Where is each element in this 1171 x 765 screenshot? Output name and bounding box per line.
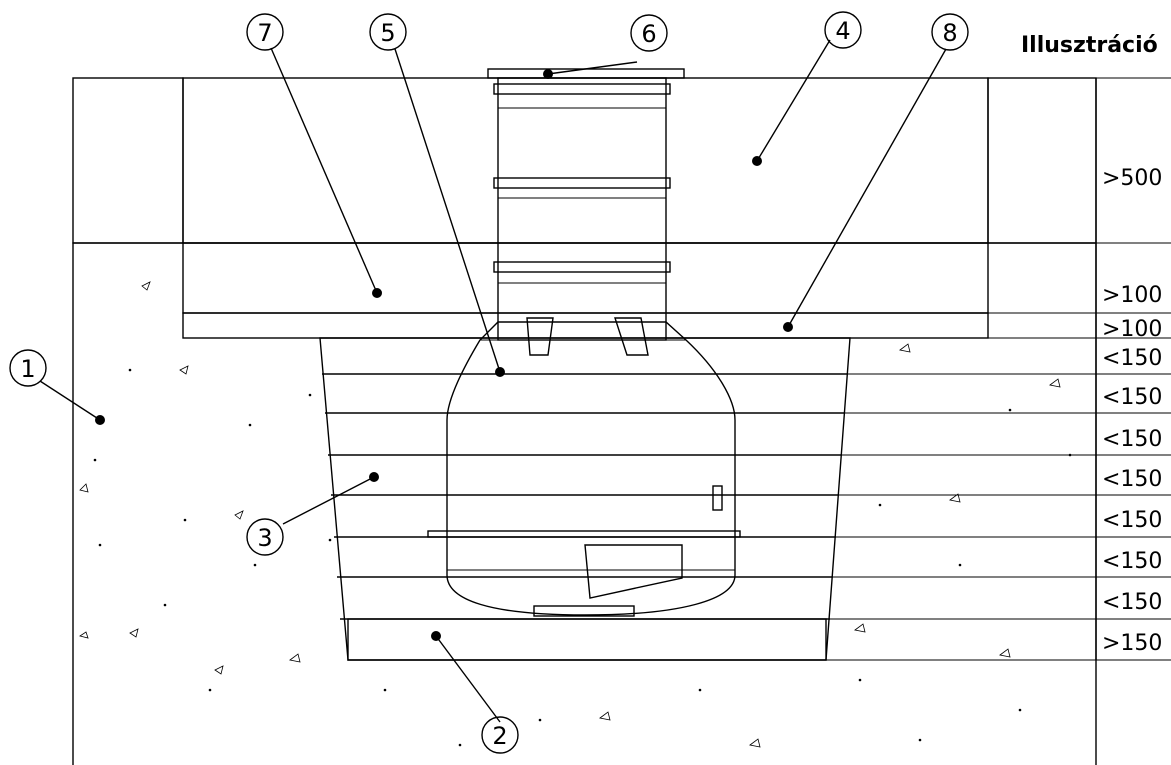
- callout-label: 2: [492, 722, 507, 750]
- callout-6: 6: [630, 14, 668, 52]
- dimension-label: <150: [1102, 346, 1162, 371]
- callout-3: 3: [246, 518, 284, 556]
- callout-1: 1: [9, 349, 47, 387]
- dimension-label: <150: [1102, 467, 1162, 492]
- dimension-label: <150: [1102, 590, 1162, 615]
- callout-label: 3: [257, 524, 272, 552]
- callout-label: 1: [20, 355, 35, 383]
- callout-5: 5: [369, 13, 407, 51]
- tank-body: [427, 317, 741, 617]
- layer-8-geotextile: [182, 312, 989, 339]
- dimension-label: >150: [1102, 631, 1162, 656]
- callout-label: 8: [942, 19, 957, 47]
- dimension-label: <150: [1102, 508, 1162, 533]
- callout-2: 2: [481, 716, 519, 754]
- dimension-label: <150: [1102, 427, 1162, 452]
- dimension-label: >500: [1102, 166, 1162, 191]
- dimension-label: <150: [1102, 385, 1162, 410]
- callout-label: 4: [835, 17, 850, 45]
- dimension-label: <150: [1102, 549, 1162, 574]
- leader-dots: [95, 69, 793, 641]
- backfill-trench: [319, 337, 851, 661]
- callout-label: 5: [380, 19, 395, 47]
- shaft-riser: [493, 77, 671, 341]
- callout-7: 7: [246, 13, 284, 51]
- layer-7-compacted-fill: [182, 242, 989, 314]
- callout-label: 6: [641, 20, 656, 48]
- dimension-column: [666, 77, 1171, 661]
- leader-lines: [39, 39, 947, 723]
- callout-label: 7: [257, 19, 272, 47]
- gravel-bed: [347, 618, 827, 661]
- diagram-title: Illusztráció: [1021, 33, 1158, 58]
- callout-8: 8: [931, 13, 969, 51]
- dimension-label: >100: [1102, 317, 1162, 342]
- callouts: 1 2 3 4 5 6 7 8: [9, 11, 969, 754]
- dimension-label: >100: [1102, 283, 1162, 308]
- top-layer-hatched: [72, 77, 1097, 244]
- dimension-labels: >500 >100 >100 <150 <150 <150 <150 <150 …: [1102, 166, 1162, 656]
- callout-4: 4: [824, 11, 862, 49]
- lid: [487, 68, 685, 79]
- backfill-layer-lines: [322, 373, 848, 620]
